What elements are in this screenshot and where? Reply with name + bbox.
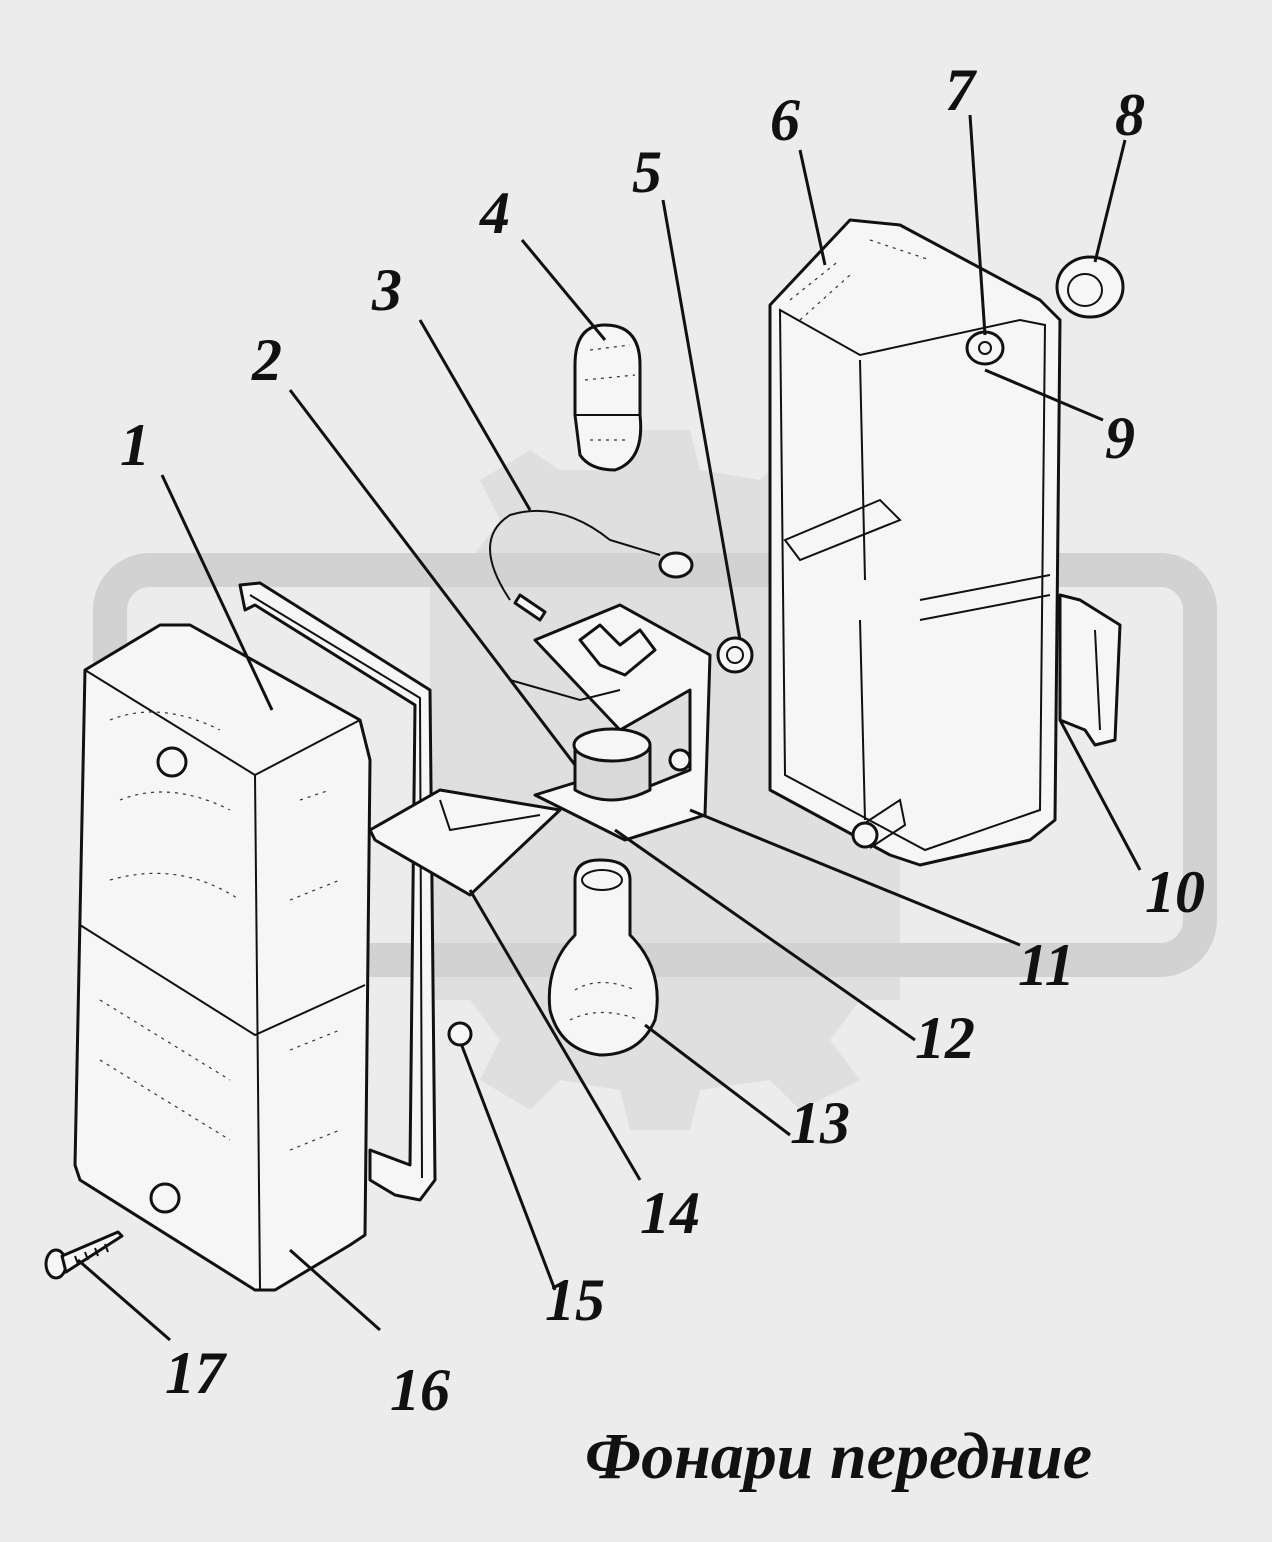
callout-5: 5: [632, 139, 662, 205]
callout-6: 6: [770, 87, 800, 153]
callout-4: 4: [479, 180, 510, 246]
leader-lines: [77, 114, 1142, 1342]
part-6-housing: [768, 218, 1062, 867]
part-3-wire: [489, 509, 694, 622]
callout-7: 7: [945, 57, 977, 123]
part-12-lamp-holder: [509, 603, 712, 842]
part-16-lens: [73, 623, 372, 1292]
callout-11: 11: [1018, 932, 1075, 998]
part-7-screw: [965, 330, 1005, 366]
callout-13: 13: [790, 1090, 850, 1156]
callout-12: 12: [915, 1005, 975, 1071]
callout-14: 14: [640, 1180, 700, 1246]
part-5-grommet: [716, 636, 754, 674]
part-4-small-bulb: [573, 323, 643, 472]
callout-17: 17: [165, 1340, 227, 1406]
callout-3: 3: [371, 257, 402, 323]
part-1-gasket: [238, 581, 437, 1202]
callout-1: 1: [120, 412, 150, 478]
diagram-caption: Фонари передние: [585, 1420, 1092, 1493]
part-14-plate: [368, 788, 562, 897]
part-8-ring: [1055, 255, 1125, 319]
part-17-screw: [44, 1230, 124, 1280]
callout-labels: 1 2 3 4 5 6 7 8 9 10 11 12 13 14 15 16 1…: [120, 57, 1205, 1423]
callout-10: 10: [1145, 859, 1205, 925]
callout-15: 15: [545, 1267, 605, 1333]
callout-8: 8: [1115, 82, 1145, 148]
part-10-bracket: [1058, 593, 1122, 747]
callout-16: 16: [390, 1357, 450, 1423]
callout-9: 9: [1105, 405, 1135, 471]
part-13-large-bulb: [547, 858, 659, 1057]
part-15-washer: [447, 1021, 473, 1047]
callout-2: 2: [251, 327, 282, 393]
